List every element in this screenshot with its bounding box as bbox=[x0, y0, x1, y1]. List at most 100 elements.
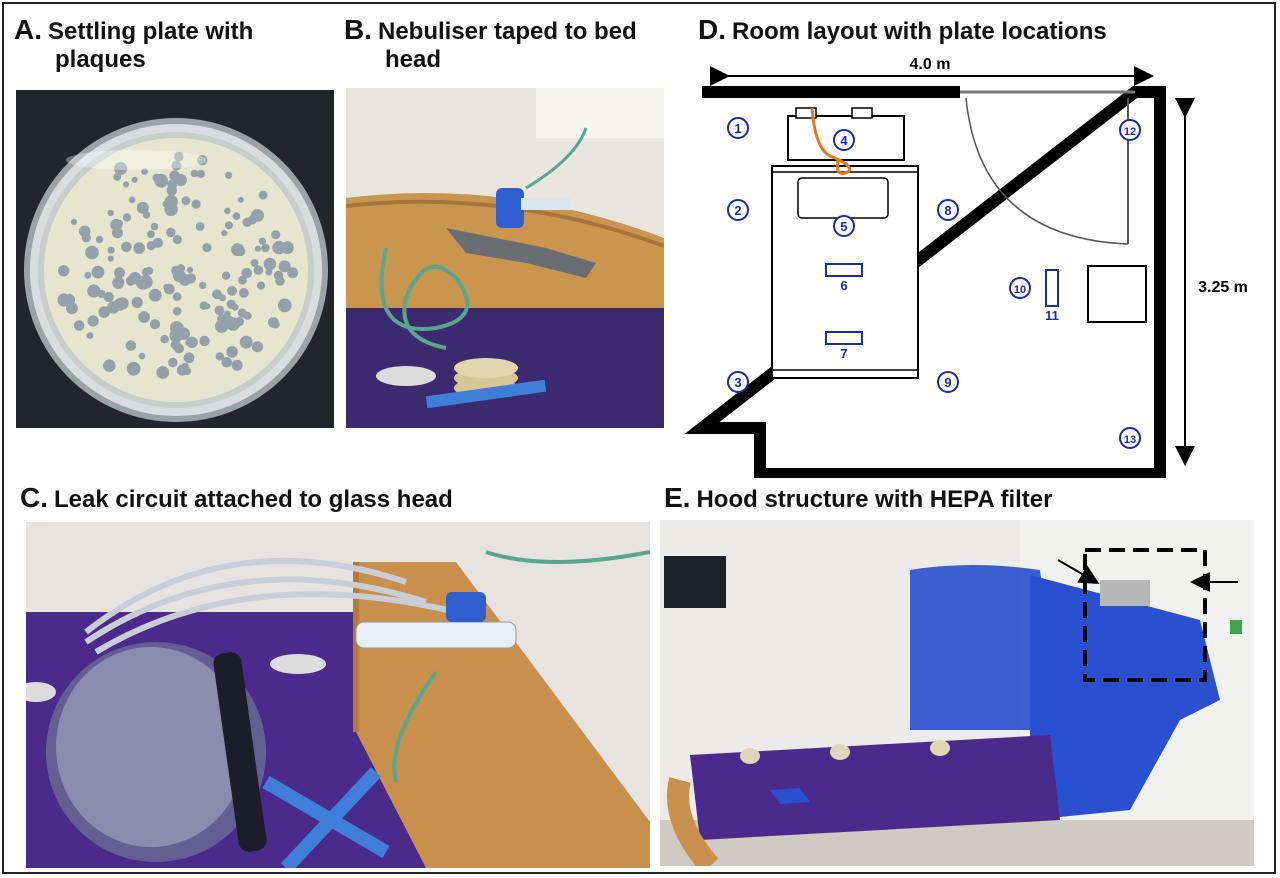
panel-d-title: D.Room layout with plate locations bbox=[698, 14, 1107, 46]
plate-marker-9 bbox=[937, 371, 959, 393]
panel-b-photo bbox=[346, 88, 664, 428]
panel-b-title-line2: head bbox=[385, 46, 442, 74]
plaque bbox=[287, 267, 299, 279]
plaque bbox=[73, 320, 85, 331]
plaque bbox=[84, 271, 92, 279]
plaque bbox=[136, 201, 149, 214]
plaque bbox=[174, 173, 187, 187]
plaque bbox=[265, 268, 273, 276]
plaque bbox=[253, 265, 264, 275]
plaque bbox=[107, 301, 120, 314]
plate-marker-label-13: 13 bbox=[1124, 434, 1136, 446]
plaque bbox=[149, 319, 161, 330]
plaque bbox=[261, 243, 270, 253]
plaque bbox=[148, 288, 162, 302]
plate-rect-7 bbox=[825, 331, 863, 345]
plaque bbox=[141, 267, 151, 277]
plaque bbox=[224, 221, 233, 230]
plaque bbox=[112, 276, 125, 289]
plaque bbox=[241, 267, 252, 279]
plaque bbox=[231, 359, 243, 371]
plaque bbox=[258, 190, 268, 200]
plaque bbox=[87, 315, 99, 327]
plate-marker-2 bbox=[727, 199, 749, 221]
plaque bbox=[58, 265, 70, 277]
plaque bbox=[183, 352, 195, 364]
plate-marker-label-10: 10 bbox=[1014, 284, 1026, 296]
plate-marker-5 bbox=[833, 215, 855, 237]
plaque bbox=[221, 357, 232, 368]
panel-d-title-text: Room layout with plate locations bbox=[732, 18, 1107, 45]
plaque bbox=[150, 222, 159, 231]
plaque bbox=[103, 359, 116, 373]
plaque bbox=[172, 292, 182, 301]
plaque bbox=[178, 273, 191, 286]
plaque bbox=[190, 169, 199, 178]
plaque bbox=[103, 291, 114, 303]
plaque bbox=[272, 240, 286, 255]
plaque bbox=[221, 230, 228, 237]
width-label: 4.0 m bbox=[910, 56, 951, 73]
plate-marker-label-3: 3 bbox=[734, 375, 741, 390]
panel-a-photo bbox=[16, 90, 334, 428]
plaque bbox=[98, 306, 110, 318]
plaque bbox=[226, 346, 238, 358]
plate-marker-label-4: 4 bbox=[840, 133, 848, 148]
plaque bbox=[250, 259, 259, 267]
plaque bbox=[221, 271, 231, 280]
plaque bbox=[225, 171, 233, 179]
plaque bbox=[141, 168, 148, 175]
plaque bbox=[278, 260, 291, 273]
plaque bbox=[146, 241, 156, 251]
plaque bbox=[113, 173, 122, 181]
panel-c-letter: C. bbox=[20, 482, 48, 513]
panel-a-title-line2: plaques bbox=[55, 46, 146, 74]
plaque bbox=[199, 281, 207, 290]
plaque bbox=[258, 237, 266, 245]
plaque bbox=[131, 296, 143, 309]
plaque bbox=[239, 288, 249, 298]
plaque bbox=[218, 294, 226, 302]
panel-c-title-text: Leak circuit attached to glass head bbox=[54, 486, 453, 513]
hepa-filter-box bbox=[1083, 548, 1207, 682]
plaque bbox=[154, 173, 169, 188]
plaque bbox=[271, 320, 280, 329]
plaque bbox=[251, 208, 264, 222]
plaque bbox=[197, 155, 208, 166]
plaque bbox=[199, 335, 210, 347]
plate-marker-8 bbox=[937, 199, 959, 221]
plaque bbox=[121, 241, 132, 253]
plaque bbox=[169, 329, 183, 343]
plate-marker-label-8: 8 bbox=[944, 203, 951, 218]
plaque bbox=[125, 340, 137, 351]
plate-marker-label-9: 9 bbox=[944, 375, 951, 390]
panel-b-title-line1: Nebuliser taped to bed bbox=[378, 18, 637, 45]
plaque bbox=[167, 179, 178, 190]
plaque bbox=[138, 311, 150, 323]
plaque bbox=[114, 162, 128, 175]
plaque bbox=[174, 151, 184, 162]
panel-a-title: A.Settling plate with plaques bbox=[14, 14, 253, 74]
height-label: 3.25 m bbox=[1198, 279, 1248, 296]
plaque bbox=[176, 264, 186, 273]
room-walls bbox=[684, 86, 1166, 478]
plaque bbox=[156, 366, 170, 379]
plaque bbox=[162, 201, 169, 208]
plaque bbox=[122, 181, 130, 188]
panel-c-photo bbox=[26, 522, 650, 868]
plaque bbox=[254, 245, 261, 252]
plaque bbox=[160, 334, 169, 344]
plaque bbox=[126, 361, 141, 376]
panel-d-letter: D. bbox=[698, 14, 726, 45]
plaque bbox=[172, 306, 182, 316]
plaque bbox=[232, 212, 241, 220]
panel-c-title: C.Leak circuit attached to glass head bbox=[20, 482, 453, 514]
plate-marker-label-1: 1 bbox=[734, 121, 741, 136]
plaque bbox=[176, 364, 188, 376]
plaque bbox=[214, 305, 225, 316]
plaque bbox=[196, 169, 205, 178]
plaque bbox=[70, 218, 78, 225]
plaque bbox=[237, 196, 244, 203]
